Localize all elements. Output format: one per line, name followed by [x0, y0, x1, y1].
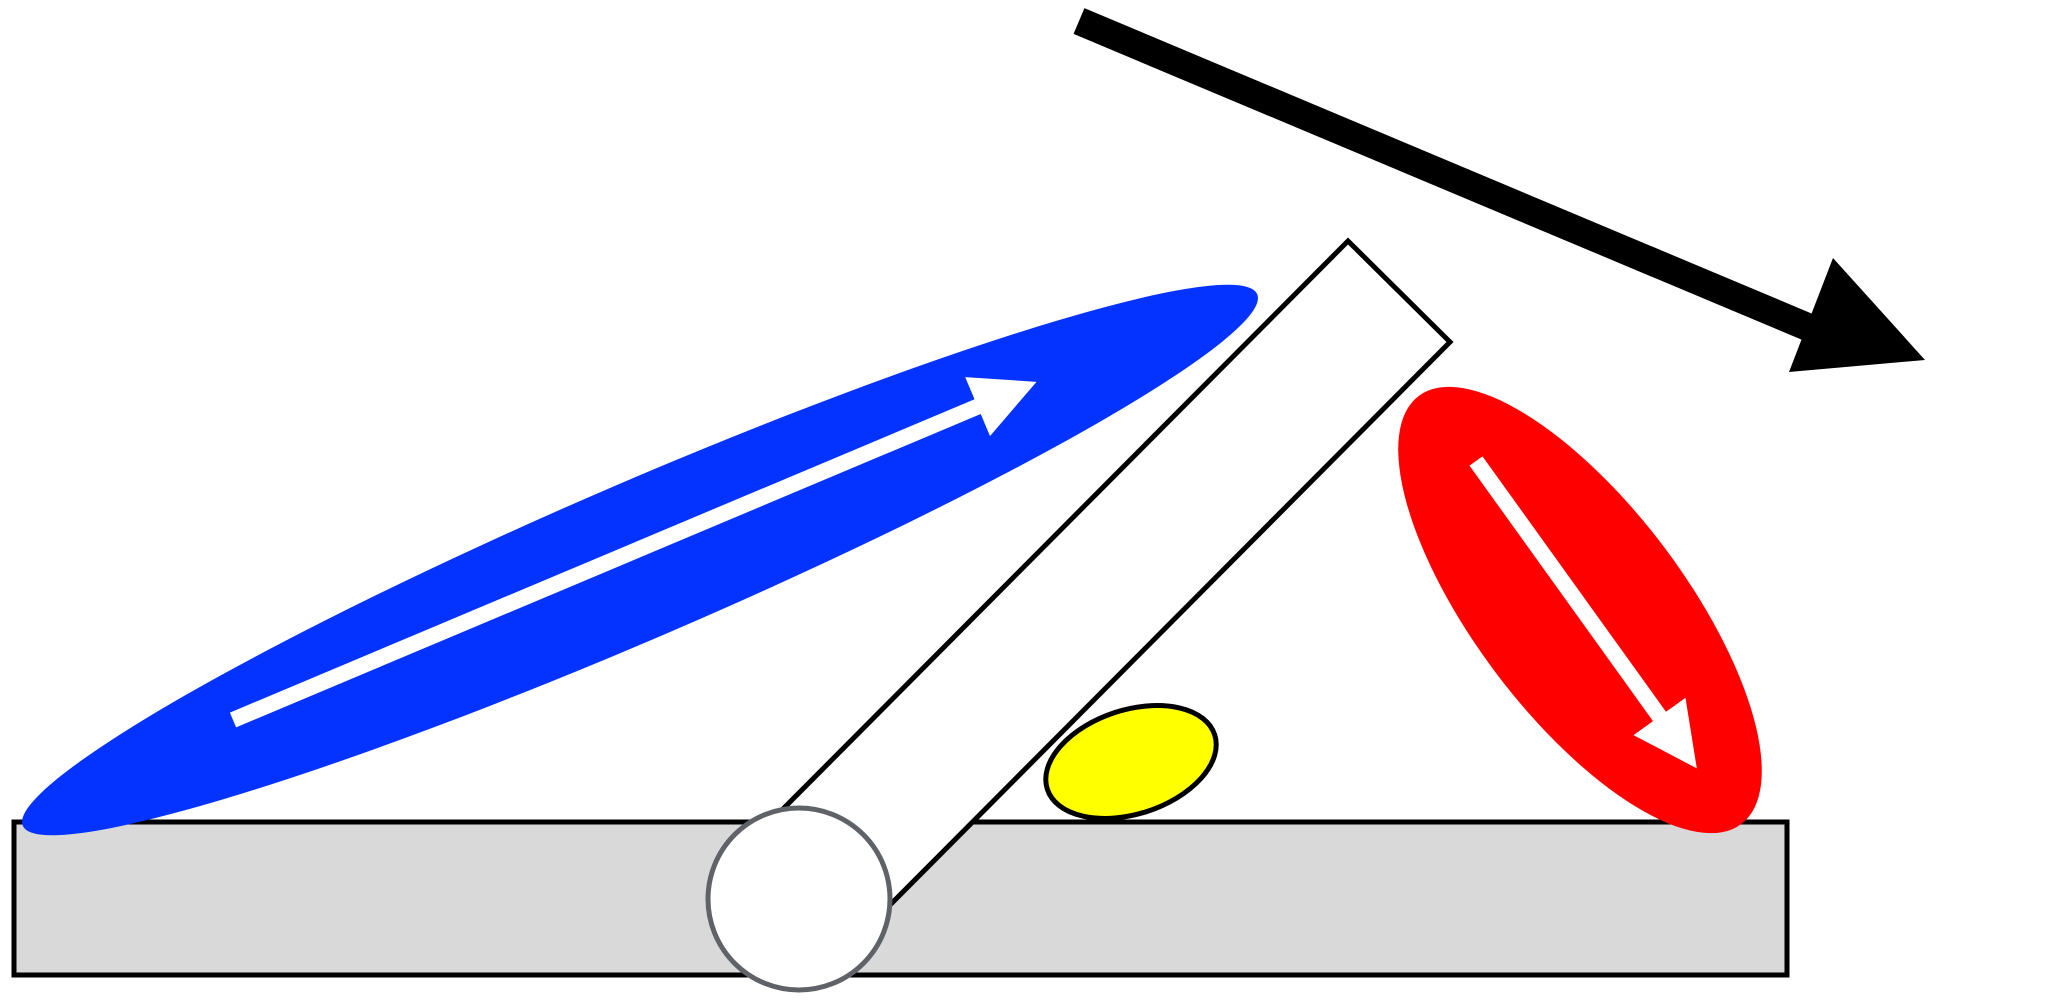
motion-arrow-shaft	[1073, 8, 1816, 341]
red-muscle	[1398, 386, 1762, 834]
blue-direction-arrow	[229, 377, 1037, 728]
yellow-ellipse	[1043, 703, 1219, 821]
blue-muscle	[22, 284, 1258, 836]
rotation-direction-arrow	[1073, 8, 1925, 372]
pivot-joint	[705, 805, 893, 993]
red-direction-arrow	[1469, 456, 1697, 769]
motion-arrow-head	[1789, 258, 1925, 372]
